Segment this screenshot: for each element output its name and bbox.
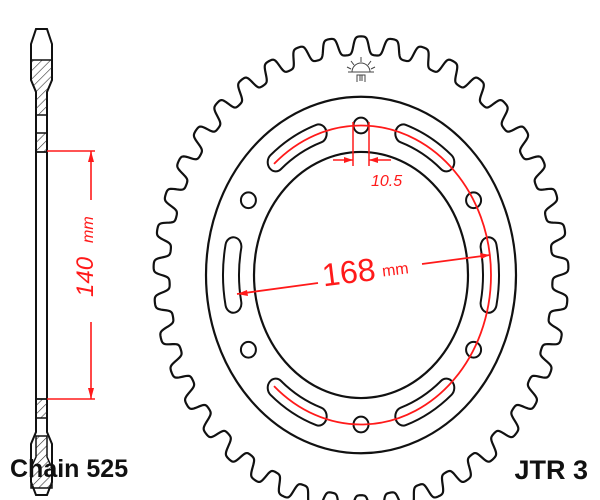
mounting-slot <box>395 124 454 171</box>
hatch-upper-band <box>35 132 48 153</box>
bolt-hole <box>241 342 256 358</box>
center-bore-unit: mm <box>80 216 97 243</box>
bolt-hole-value: 10.5 <box>371 173 402 190</box>
sprocket-teeth-outline <box>154 36 569 500</box>
center-bore-value: 140 <box>72 256 99 297</box>
center-bore <box>254 152 468 398</box>
side-profile <box>30 28 53 496</box>
hatch-top <box>30 59 53 116</box>
mounting-slot <box>223 237 241 312</box>
part-number: JTR 3 <box>514 455 588 485</box>
bolt-hole-dimension <box>333 122 391 166</box>
pcd-unit: mm <box>381 260 410 280</box>
center-bore-dimension <box>47 150 95 400</box>
hub-outer-ring <box>206 97 516 454</box>
hatch-bottom <box>30 435 53 489</box>
pcd-value: 168 <box>320 251 377 293</box>
pcd-dimension <box>236 253 491 296</box>
chain-label: Chain 525 <box>10 455 129 483</box>
mounting-slot <box>268 379 327 426</box>
jt-sun-logo-icon <box>346 57 376 82</box>
mounting-slot <box>395 379 454 426</box>
hatch-lower-band <box>35 398 48 419</box>
bolt-hole <box>241 192 256 208</box>
pcd-circle <box>274 126 491 425</box>
mounting-slot <box>268 124 327 171</box>
